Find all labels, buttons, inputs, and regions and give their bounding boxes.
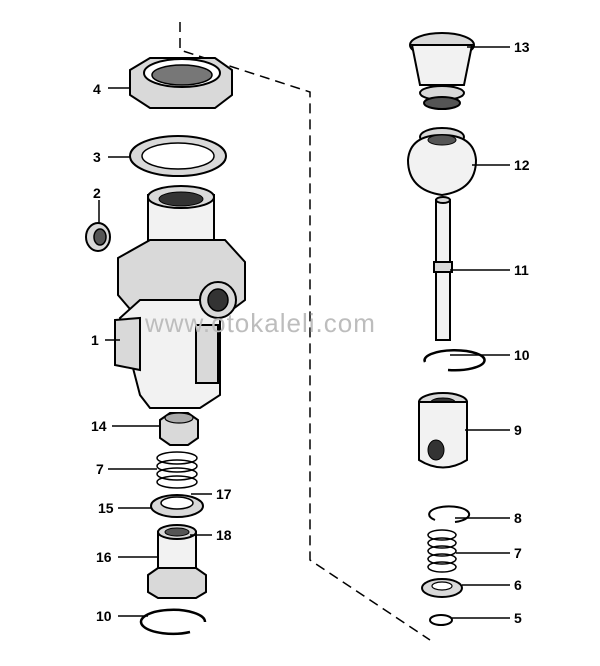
label-part-3: 3: [93, 149, 101, 165]
label-part-15: 15: [98, 500, 114, 516]
part-7-spring-left: [156, 451, 198, 489]
label-part-5: 5: [514, 610, 522, 626]
part-7-spring-right: [427, 529, 457, 573]
part-12-cup: [406, 127, 478, 197]
label-part-2: 2: [93, 185, 101, 201]
part-2-cap: [85, 222, 111, 252]
watermark-text: www.otokaleli.com: [144, 308, 376, 338]
part-6-washer: [421, 578, 463, 598]
part-10-snap-ring-right: [423, 349, 486, 372]
leader-lines: [98, 46, 510, 619]
part-10-snap-ring-left: [139, 608, 207, 636]
label-part-13: 13: [514, 39, 530, 55]
label-part-17: 17: [216, 486, 232, 502]
label-part-4: 4: [93, 81, 101, 97]
label-part-11: 11: [514, 262, 529, 278]
part-3-washer: [129, 135, 227, 177]
label-part-7-right: 7: [514, 545, 522, 561]
part-8-clip: [428, 505, 471, 523]
label-part-14: 14: [91, 418, 107, 434]
label-part-12: 12: [514, 157, 530, 173]
label-part-9: 9: [514, 422, 522, 438]
part-9-insert: [418, 392, 468, 469]
label-part-16: 16: [96, 549, 112, 565]
part-14-nut: [159, 412, 199, 446]
part-1-valve-body: [114, 185, 246, 409]
label-part-1: 1: [91, 332, 99, 348]
part-11-stem: [433, 196, 453, 341]
label-part-7-left: 7: [96, 461, 104, 477]
label-part-10-left: 10: [96, 608, 112, 624]
label-part-18: 18: [216, 527, 232, 543]
label-part-6: 6: [514, 577, 522, 593]
label-part-10-right: 10: [514, 347, 530, 363]
part-4-hex-nut: [129, 57, 233, 109]
label-part-8: 8: [514, 510, 522, 526]
part-15-17-washers: [150, 494, 204, 518]
part-13-knob: [409, 32, 475, 110]
part-5-o-ring: [429, 614, 453, 626]
part-16-bushing: [147, 524, 207, 599]
assembly-dashed-line: [179, 22, 431, 641]
